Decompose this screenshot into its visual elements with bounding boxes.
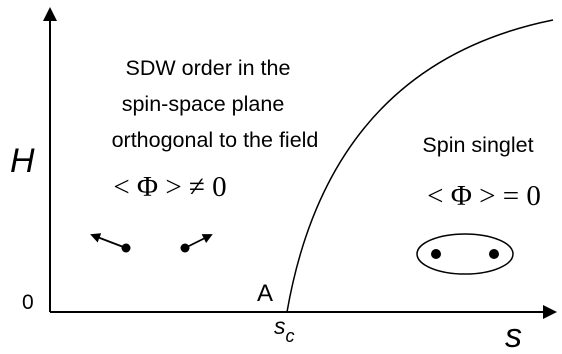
sdw-line-3: orthogonal to the field [112,128,319,152]
origin-label: 0 [22,291,34,314]
singlet-spin-left [431,249,441,259]
sdw-line-1: SDW order in the [126,56,291,80]
critical-point-label: sc [274,313,295,346]
order-parameter-zero: < Φ > = 0 [427,180,541,212]
point-a-label: A [257,280,273,307]
y-axis-label: H [10,142,35,180]
singlet-spin-right [489,249,499,259]
canted-spin-left [90,233,131,253]
spin-singlet-title: Spin singlet [422,133,533,157]
critical-point-label-sub: c [286,326,295,346]
sdw-region-description: SDW order in the spin-space plane orthog… [112,56,319,152]
canted-spin-right [180,234,213,253]
singlet-pair [416,233,514,275]
critical-point-label-main: s [274,313,286,339]
x-axis-label: s [505,317,522,354]
phase-boundary-curve [286,19,554,313]
sdw-line-2: spin-space plane [122,92,285,116]
order-parameter-nonzero: < Φ > ≠ 0 [113,171,226,203]
